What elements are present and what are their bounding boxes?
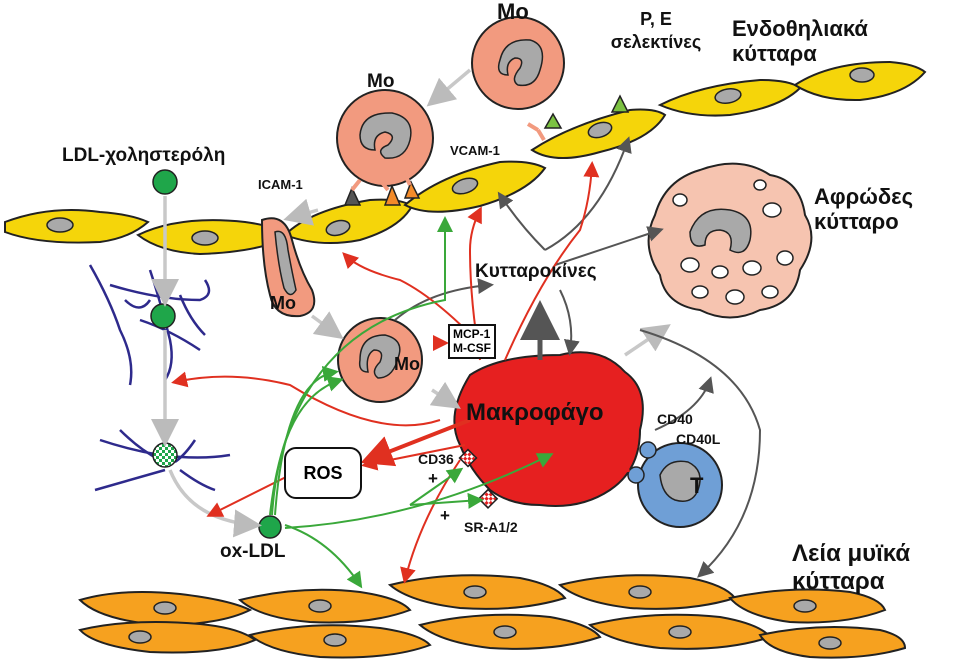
mcsf-label: M-CSF <box>453 341 491 356</box>
dark-gray-arrows <box>394 136 762 578</box>
sr-a-label: SR-A1/2 <box>464 519 518 535</box>
cd36-label: CD36 <box>418 451 454 467</box>
plus-sign: + <box>428 469 438 488</box>
t-cell <box>617 438 723 528</box>
ox-ldl-label: ox-LDL <box>220 541 286 562</box>
monocyte-top-label: Mo <box>497 0 529 24</box>
endothelial-nuclei <box>46 67 875 246</box>
smooth-muscle-layer <box>78 574 907 659</box>
monocyte-center <box>337 317 423 403</box>
foam-cell <box>647 162 813 319</box>
ox-ldl-particle <box>258 515 282 539</box>
monocyte-adhering <box>336 89 434 206</box>
endothelial-cell <box>283 198 414 244</box>
macrophage-label: Μακροφάγο <box>466 399 604 426</box>
monocyte-top <box>471 16 565 110</box>
cd40l-label: CD40L <box>676 431 721 447</box>
ldl-particle-matrix <box>150 303 176 329</box>
smooth-muscle-label: Λεία μυϊκά κύτταρα <box>792 540 911 595</box>
light-gray-arrows <box>151 68 671 538</box>
vcam-label: VCAM-1 <box>450 143 500 158</box>
ldl-particle <box>152 169 178 195</box>
smooth-muscle-nuclei <box>128 585 842 650</box>
mcp1-label: MCP-1 <box>453 327 491 341</box>
ros-box: ROS <box>284 447 362 499</box>
macrophage <box>453 351 644 507</box>
ros-production-arrow <box>360 418 471 467</box>
cytokines-label: Κυτταροκίνες <box>475 261 597 282</box>
monocyte-adhering-label: Mo <box>367 71 395 92</box>
cd40-label: CD40 <box>657 411 693 427</box>
foam-cell-label: Αφρώδες κύτταρο <box>814 184 914 235</box>
green-arrows <box>269 216 554 589</box>
modified-ldl-particle <box>152 442 178 468</box>
monocyte-transmigrating-label: Mo <box>270 293 296 313</box>
plus-sign: + <box>440 506 450 525</box>
t-cell-label: T <box>690 473 704 498</box>
selectins-label: P, E σελεκτίνες <box>610 9 702 52</box>
mcp1-msf-box: MCP-1 M-CSF <box>448 324 496 359</box>
monocyte-transmigrating <box>260 217 316 318</box>
selectin-receptors <box>526 94 630 142</box>
endothelial-cells-label: Ενδοθηλιακά κύτταρα <box>732 16 868 67</box>
endothelial-cell <box>4 208 150 244</box>
ldl-label: LDL-χοληστερόλη <box>62 145 226 166</box>
cd36-receptor <box>458 448 478 468</box>
icam-label: ICAM-1 <box>258 177 303 192</box>
monocyte-center-label: Mo <box>394 354 420 374</box>
